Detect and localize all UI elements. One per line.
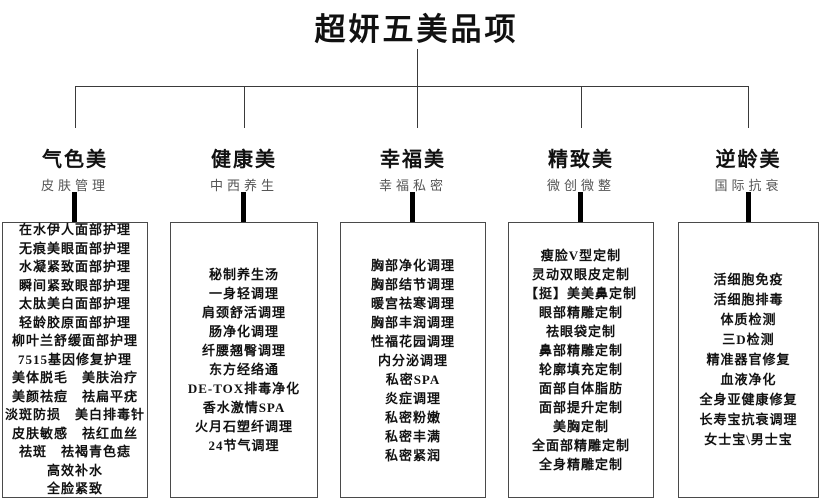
list-item: 灵动双眼皮定制 (531, 267, 630, 282)
branch-items-box-5: 活细胞免疫活细胞排毒体质检测三D检测精准器官修复血液净化全身亚健康修复长寿宝抗衰… (678, 222, 819, 498)
list-item: 高效补水 (46, 462, 103, 478)
connector-stub-2 (241, 192, 246, 222)
list-item: 在水伊人面部护理 (18, 222, 131, 238)
list-item: 肠净化调理 (208, 324, 279, 339)
list-item: 炎症调理 (384, 390, 441, 406)
list-item: 美胸定制 (552, 419, 609, 434)
branch-items-box-1: 在水伊人面部护理无痕美眼面部护理水凝紧致面部护理瞬间紧致眼部护理太肽美白面部护理… (2, 222, 148, 498)
list-item: 东方经络通 (208, 362, 279, 377)
list-item: 全脸紧致 (46, 481, 103, 497)
list-item: 私密SPA (385, 371, 441, 387)
connector-horizontal (75, 86, 749, 87)
connector-drop-5 (748, 86, 749, 128)
list-item: 24节气调理 (208, 438, 280, 453)
connector-title-stem (417, 49, 418, 128)
branch-subtitle: 微创微整 (546, 178, 615, 193)
list-item: 香水激情SPA (202, 400, 286, 415)
list-item: 面部自体脂肪 (538, 381, 623, 396)
list-item: 精准器官修复 (706, 352, 791, 367)
branch-items-box-3: 胸部净化调理胸部结节调理暖宫祛寒调理胸部丰润调理性福花园调理内分泌调理私密SPA… (340, 222, 486, 498)
connector-stub-1 (72, 192, 77, 222)
branch-subtitle: 国际抗衰 (714, 178, 783, 193)
branch-heading-1: 气色美 皮肤管理 (2, 143, 148, 194)
list-item: 性福花园调理 (370, 333, 455, 349)
list-item: 全面部精雕定制 (531, 438, 630, 453)
list-item: 秘制养生汤 (208, 267, 279, 282)
connector-drop-1 (75, 86, 76, 128)
list-item: 全身亚健康修复 (699, 392, 798, 407)
list-item: 胸部结节调理 (370, 276, 455, 292)
branch-heading-5: 逆龄美 国际抗衰 (678, 143, 819, 194)
branch-column-5: 逆龄美 国际抗衰 活细胞免疫活细胞排毒体质检测三D检测精准器官修复血液净化全身亚… (678, 0, 819, 504)
list-item: 鼻部精雕定制 (538, 343, 623, 358)
list-item: 柳叶兰舒缓面部护理 (11, 333, 138, 349)
branch-column-4: 精致美 微创微整 瘦脸V型定制灵动双眼皮定制【挺】美美鼻定制眼部精雕定制祛眼袋定… (508, 0, 654, 504)
list-item: 太肽美白面部护理 (18, 296, 131, 312)
list-item: 淡斑防损 美白排毒针 (4, 407, 145, 423)
list-item: 活细胞排毒 (713, 292, 784, 307)
list-item: 三D检测 (722, 332, 775, 347)
list-item: 火月石塑纤调理 (194, 419, 293, 434)
connector-stub-4 (578, 192, 583, 222)
list-item: 胸部净化调理 (370, 257, 455, 273)
list-item: 美体脱毛 美肤治疗 (11, 370, 138, 386)
branch-column-2: 健康美 中西养生 秘制养生汤一身轻调理肩颈舒活调理肠净化调理纤腰翘臀调理东方经络… (170, 0, 318, 504)
list-item: 祛眼袋定制 (545, 324, 616, 339)
branch-title: 健康美 (211, 149, 277, 171)
branch-heading-3: 幸福美 幸福私密 (340, 143, 486, 194)
list-item: 体质检测 (720, 312, 777, 327)
branch-title: 幸福美 (380, 149, 446, 171)
list-item: 7515基因修复护理 (17, 351, 132, 367)
branch-items-box-4: 瘦脸V型定制灵动双眼皮定制【挺】美美鼻定制眼部精雕定制祛眼袋定制鼻部精雕定制轮廓… (508, 222, 654, 498)
list-item: 皮肤敏感 祛红血丝 (11, 425, 138, 441)
branch-title: 精致美 (548, 149, 614, 171)
list-item: 纤腰翘臀调理 (201, 343, 286, 358)
list-item: 血液净化 (720, 372, 777, 387)
branch-subtitle: 幸福私密 (378, 178, 447, 193)
branch-title: 气色美 (42, 149, 108, 171)
list-item: 长寿宝抗衰调理 (699, 412, 798, 427)
list-item: 肩颈舒活调理 (201, 305, 286, 320)
list-item: 面部提升定制 (538, 400, 623, 415)
list-item: 轻龄胶原面部护理 (18, 314, 131, 330)
list-item: 女士宝\男士宝 (704, 432, 793, 447)
list-item: 【挺】美美鼻定制 (524, 286, 637, 301)
list-item: 美颜祛痘 祛扁平疣 (11, 388, 138, 404)
chart-title: 超妍五美品项 (314, 12, 519, 47)
connector-stub-5 (745, 192, 751, 222)
list-item: 私密紧润 (384, 447, 441, 463)
list-item: 一身轻调理 (208, 286, 279, 301)
list-item: 轮廓填充定制 (538, 362, 623, 377)
list-item: 祛斑 祛褐青色痣 (18, 444, 131, 460)
list-item: 眼部精雕定制 (538, 305, 623, 320)
list-item: 暖宫祛寒调理 (370, 295, 455, 311)
branch-items-box-2: 秘制养生汤一身轻调理肩颈舒活调理肠净化调理纤腰翘臀调理东方经络通 DE-TOX排毒… (170, 222, 318, 498)
branch-heading-2: 健康美 中西养生 (170, 143, 318, 194)
list-item: 瞬间紧致眼部护理 (18, 277, 131, 293)
branch-title: 逆龄美 (715, 149, 782, 171)
branch-subtitle: 皮肤管理 (40, 178, 109, 193)
list-item: 瘦脸V型定制 (540, 248, 622, 263)
list-item: 活细胞免疫 (713, 272, 784, 287)
list-item: 胸部丰润调理 (370, 314, 455, 330)
list-item: 私密丰满 (384, 428, 441, 444)
list-item: 水凝紧致面部护理 (18, 259, 131, 275)
branch-heading-4: 精致美 微创微整 (508, 143, 654, 194)
branch-column-3: 幸福美 幸福私密 胸部净化调理胸部结节调理暖宫祛寒调理胸部丰润调理性福花园调理内… (340, 0, 486, 504)
connector-drop-4 (581, 86, 582, 128)
list-item: DE-TOX排毒净化 (187, 381, 301, 396)
list-item: 私密粉嫩 (384, 409, 441, 425)
connector-drop-2 (244, 86, 245, 128)
branch-subtitle: 中西养生 (209, 178, 278, 193)
list-item: 内分泌调理 (377, 352, 448, 368)
list-item: 全身精雕定制 (538, 457, 623, 472)
branch-column-1: 气色美 皮肤管理 在水伊人面部护理无痕美眼面部护理水凝紧致面部护理瞬间紧致眼部护… (2, 0, 148, 504)
list-item: 无痕美眼面部护理 (18, 240, 131, 256)
connector-stub-3 (410, 192, 415, 222)
